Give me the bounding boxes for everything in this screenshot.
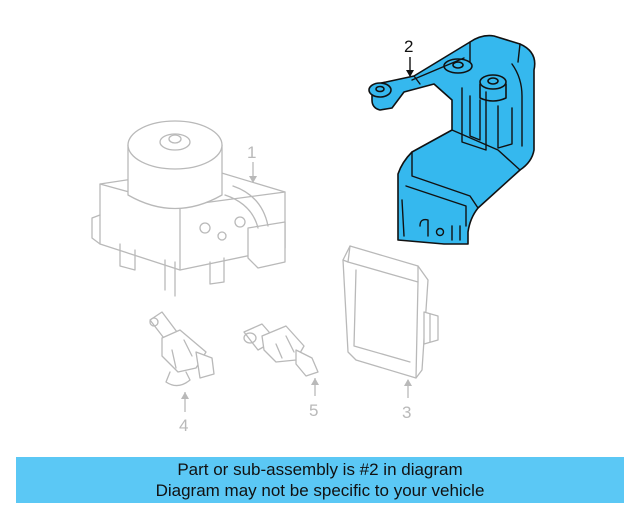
part-5-sensor[interactable]: [243, 323, 319, 377]
callout-2: 2: [404, 37, 414, 77]
parts-diagram: 1 2 3 4 5: [91, 34, 536, 435]
part-4-sensor[interactable]: [149, 311, 215, 387]
callout-1: 1: [247, 143, 257, 183]
banner-line-part: Part or sub-assembly is #2 in diagram: [177, 460, 463, 479]
callout-3: 3: [402, 379, 412, 422]
part-1-abs-module[interactable]: [91, 120, 286, 297]
svg-text:1: 1: [247, 143, 256, 162]
svg-text:2: 2: [404, 37, 413, 56]
callout-4: 4: [179, 392, 189, 435]
callout-5: 5: [309, 378, 319, 420]
banner-line-disclaimer: Diagram may not be specific to your vehi…: [155, 481, 485, 500]
svg-text:3: 3: [402, 403, 411, 422]
svg-text:5: 5: [309, 401, 318, 420]
svg-text:4: 4: [179, 416, 188, 435]
part-3-control-module[interactable]: [342, 245, 439, 379]
info-banner: Part or sub-assembly is #2 in diagram Di…: [16, 457, 624, 503]
part-2-bracket[interactable]: [368, 34, 536, 245]
